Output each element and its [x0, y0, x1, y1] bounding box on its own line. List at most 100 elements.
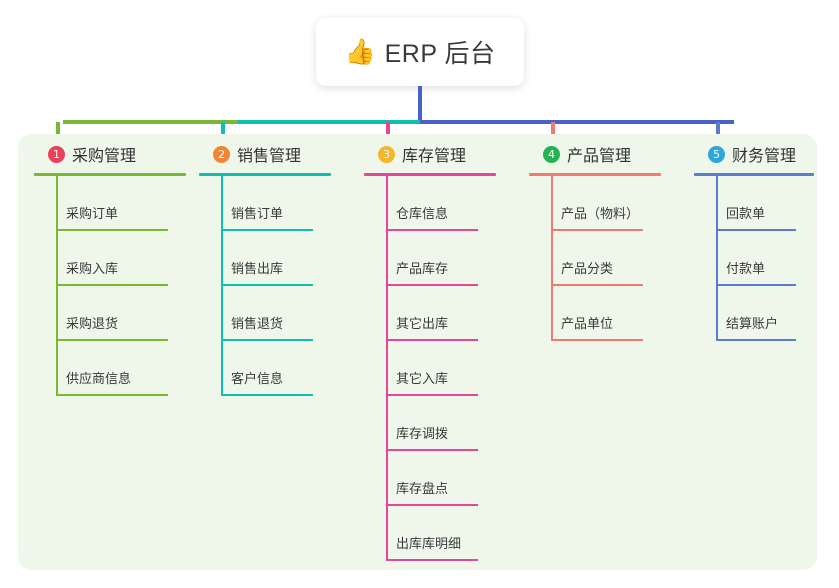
list-item-rule [386, 449, 478, 451]
list-item-label: 采购入库 [66, 261, 119, 276]
list-item-rule [221, 339, 313, 341]
column-badge-3: 3 [378, 145, 395, 163]
list-item-label: 采购订单 [66, 206, 119, 221]
list-item[interactable]: 产品分类 [529, 231, 661, 286]
list-item-label: 出库库明细 [396, 536, 462, 551]
list-item-rule [221, 394, 313, 396]
column-badge-2: 2 [213, 145, 230, 163]
list-item-label: 仓库信息 [396, 206, 449, 221]
bus-segment-1 [63, 120, 238, 124]
column-badge-4: 4 [543, 145, 560, 163]
list-item-label: 客户信息 [231, 371, 284, 386]
column-title-1: 采购管理 [72, 148, 137, 165]
list-item[interactable]: 仓库信息 [364, 176, 496, 231]
column-items-5: 回款单付款单结算账户 [694, 176, 814, 341]
column-rule-4 [529, 173, 661, 176]
list-item-label: 产品（物料） [561, 206, 640, 221]
column-rule-2 [199, 173, 331, 176]
list-item-rule [386, 284, 478, 286]
list-item-rule [386, 339, 478, 341]
column-header-5[interactable]: 5 财务管理 [694, 141, 814, 167]
list-item-label: 结算账户 [726, 316, 779, 331]
column-badge-1: 1 [48, 145, 65, 163]
list-item-rule [716, 339, 796, 341]
column-items-2: 销售订单销售出库销售退货客户信息 [199, 176, 331, 396]
list-item[interactable]: 客户信息 [199, 341, 331, 396]
list-item-label: 库存调拨 [396, 426, 449, 441]
list-item-label: 销售出库 [231, 261, 284, 276]
diagram-panel [18, 134, 817, 570]
list-item-rule [551, 339, 643, 341]
list-item[interactable]: 其它出库 [364, 286, 496, 341]
bus-segment-3 [420, 120, 734, 124]
column-spine-2 [221, 176, 223, 396]
column-title-3: 库存管理 [402, 148, 467, 165]
list-item[interactable]: 销售退货 [199, 286, 331, 341]
list-item-label: 其它出库 [396, 316, 449, 331]
column-title-5: 财务管理 [732, 148, 797, 165]
bus-segment-2 [238, 120, 420, 124]
column-header-3[interactable]: 3 库存管理 [364, 141, 496, 167]
root-stem-connector [418, 86, 422, 122]
list-item-label: 付款单 [726, 261, 766, 276]
list-item-rule [386, 504, 478, 506]
list-item-rule [551, 229, 643, 231]
list-item-rule [716, 229, 796, 231]
list-item-label: 供应商信息 [66, 371, 132, 386]
list-item-label: 销售退货 [231, 316, 284, 331]
list-item[interactable]: 采购订单 [34, 176, 186, 231]
list-item[interactable]: 产品（物料） [529, 176, 661, 231]
list-item[interactable]: 供应商信息 [34, 341, 186, 396]
column-title-2: 销售管理 [237, 148, 302, 165]
list-item[interactable]: 采购退货 [34, 286, 186, 341]
list-item[interactable]: 付款单 [694, 231, 814, 286]
column-3: 3 库存管理仓库信息产品库存其它出库其它入库库存调拨库存盘点出库库明细 [364, 141, 496, 561]
column-5: 5 财务管理回款单付款单结算账户 [694, 141, 814, 341]
column-spine-3 [386, 176, 388, 561]
list-item-label: 产品单位 [561, 316, 614, 331]
list-item-rule [716, 284, 796, 286]
column-badge-5: 5 [708, 145, 725, 163]
list-item-rule [56, 339, 168, 341]
list-item-label: 产品库存 [396, 261, 449, 276]
list-item-rule [386, 559, 478, 561]
list-item-label: 产品分类 [561, 261, 614, 276]
list-item-rule [56, 229, 168, 231]
root-node-title: ERP 后台 [384, 40, 496, 68]
list-item[interactable]: 销售订单 [199, 176, 331, 231]
column-rule-3 [364, 173, 496, 176]
list-item-label: 库存盘点 [396, 481, 449, 496]
list-item-label: 采购退货 [66, 316, 119, 331]
list-item[interactable]: 销售出库 [199, 231, 331, 286]
root-node-card[interactable]: 👍 ERP 后台 [316, 18, 524, 86]
list-item[interactable]: 结算账户 [694, 286, 814, 341]
column-header-2[interactable]: 2 销售管理 [199, 141, 331, 167]
list-item-rule [221, 229, 313, 231]
column-items-4: 产品（物料） 产品分类产品单位 [529, 176, 661, 341]
column-header-1[interactable]: 1 采购管理 [34, 141, 186, 167]
list-item-rule [386, 394, 478, 396]
list-item[interactable]: 库存调拨 [364, 396, 496, 451]
list-item-rule [221, 284, 313, 286]
list-item[interactable]: 产品库存 [364, 231, 496, 286]
list-item-rule [551, 284, 643, 286]
column-items-1: 采购订单采购入库采购退货供应商信息 [34, 176, 186, 396]
list-item[interactable]: 出库库明细 [364, 506, 496, 561]
list-item-rule [386, 229, 478, 231]
list-item-rule [56, 394, 168, 396]
column-rule-5 [694, 173, 814, 176]
column-items-3: 仓库信息产品库存其它出库其它入库库存调拨库存盘点出库库明细 [364, 176, 496, 561]
list-item[interactable]: 产品单位 [529, 286, 661, 341]
column-spine-5 [716, 176, 718, 341]
column-1: 1 采购管理采购订单采购入库采购退货供应商信息 [34, 141, 186, 396]
list-item-label: 回款单 [726, 206, 766, 221]
list-item[interactable]: 其它入库 [364, 341, 496, 396]
column-spine-1 [56, 176, 58, 396]
list-item[interactable]: 回款单 [694, 176, 814, 231]
list-item[interactable]: 库存盘点 [364, 451, 496, 506]
list-item[interactable]: 采购入库 [34, 231, 186, 286]
list-item-label: 其它入库 [396, 371, 449, 386]
thumbs-up-icon: 👍 [344, 37, 376, 66]
